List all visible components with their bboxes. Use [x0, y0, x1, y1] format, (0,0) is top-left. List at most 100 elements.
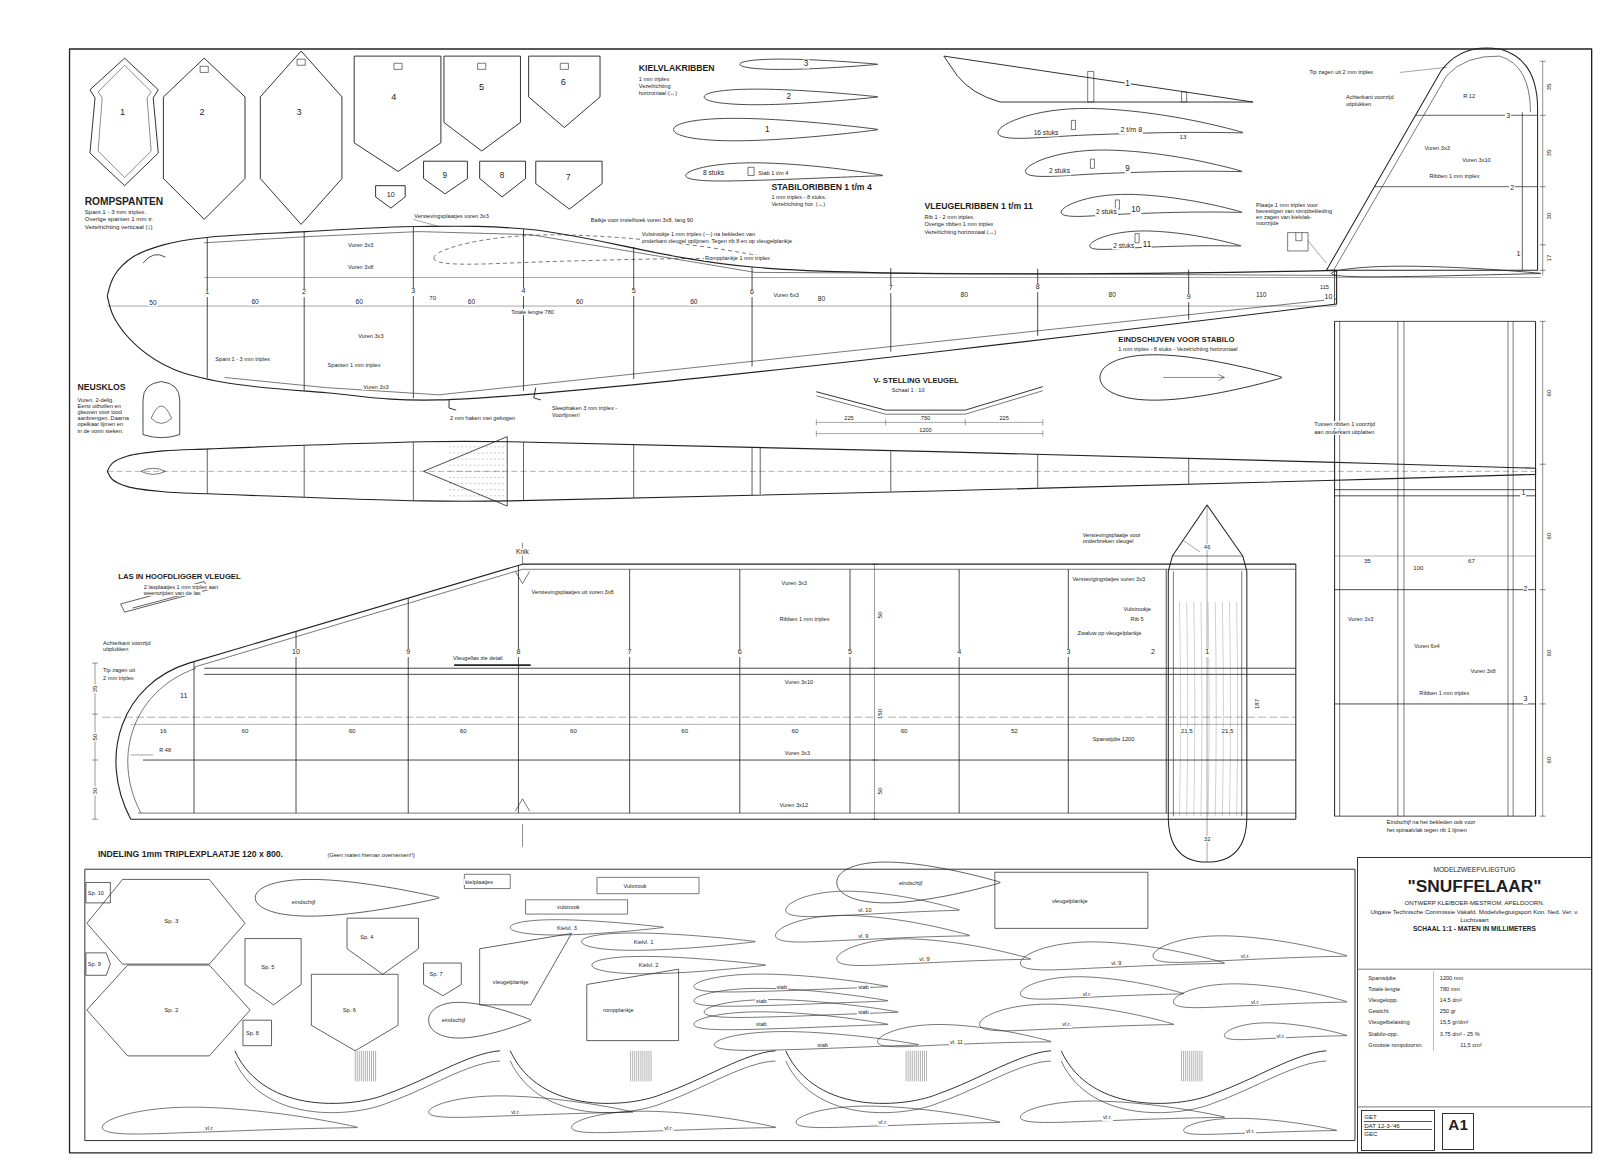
dimension-label: 50	[92, 732, 99, 741]
drawing-line	[1135, 234, 1139, 243]
annotation-label: Vuren 3x3	[784, 750, 811, 756]
callout-number: 9	[405, 649, 411, 657]
annotation-label: Tip zagen uit 2 mm triplex	[1308, 69, 1374, 75]
annotation-label: Kielvl. 2	[638, 962, 660, 968]
drawing-line	[944, 56, 1253, 102]
drawing-line	[1201, 602, 1202, 816]
drawing-line	[449, 495, 505, 496]
drawing-line	[143, 255, 165, 264]
callout-number: 52	[1010, 727, 1019, 734]
annotation-label: Vuren 3x3	[357, 333, 384, 339]
dimension-label: 60	[1546, 649, 1553, 658]
callout-number: 11	[179, 693, 188, 701]
annotation-label: Vulstrookje 1 mm triplex (---) na bekled…	[641, 231, 756, 237]
callout-number: 10	[291, 649, 301, 657]
title-text: "SNUFFELAAR"	[1364, 876, 1585, 897]
drawing-line	[871, 668, 877, 669]
drawing-line	[1173, 984, 1346, 1008]
drawing-line	[1181, 1051, 1182, 1082]
drawing-line	[776, 915, 970, 942]
callout-number: 7	[888, 285, 894, 293]
drawing-line	[151, 406, 171, 423]
annotation-label: 1200 mm	[1439, 974, 1464, 980]
drawing-line	[922, 1051, 923, 1082]
drawing-line	[297, 59, 305, 65]
drawing-line	[646, 1051, 647, 1082]
annotation-label: uitplukken	[102, 646, 129, 652]
drawing-line	[1088, 71, 1094, 102]
annotation-label: 1 mm triplex - 8 stuks.	[770, 194, 827, 200]
drawing-line	[816, 387, 1042, 410]
drawing-line	[739, 569, 740, 813]
callout-number: 60	[569, 727, 578, 734]
callout-number: 2	[1523, 586, 1529, 594]
drawing-line	[998, 108, 1243, 138]
drawing-line	[98, 65, 151, 177]
callout-number: 1	[1515, 251, 1521, 259]
drawing-line	[816, 422, 1042, 423]
drawing-line	[90, 58, 158, 186]
drawing-line	[1042, 431, 1043, 437]
drawing-line	[1090, 231, 1241, 249]
annotation-label: stab	[816, 1042, 829, 1048]
annotation-label: Sp. 7	[429, 971, 444, 977]
drawing-line	[1037, 269, 1038, 336]
drawing-line	[143, 382, 180, 438]
annotation-label: Achterkant voorzijd	[1345, 94, 1395, 100]
drawing-line	[816, 391, 1042, 414]
date-box: GETDAT 12-3-'46GEC	[1361, 1110, 1434, 1151]
drawing-line	[1335, 556, 1536, 557]
drawing-line	[1191, 1051, 1192, 1082]
drawing-line	[311, 974, 398, 1051]
drawing-line	[131, 819, 1296, 820]
drawing-line	[107, 226, 1336, 400]
drawing-line	[837, 862, 1000, 903]
drawing-line	[1090, 159, 1094, 168]
annotation-label: Kielvl. 3	[556, 924, 578, 930]
annotation-label: 1 mm triplex	[638, 75, 671, 81]
callout-number: 60	[354, 298, 363, 305]
drawing-line	[582, 933, 755, 950]
drawing-line	[1540, 115, 1546, 116]
drawing-line	[464, 874, 510, 888]
drawing-line	[786, 891, 959, 916]
callout-number: 2	[1150, 649, 1156, 657]
annotation-label: Spanwijdte 1200	[1092, 736, 1135, 742]
section-heading: KIELVLAKRIBBEN	[638, 65, 716, 75]
drawing-line	[102, 1107, 357, 1134]
callout-number: 6	[749, 289, 755, 297]
annotation-label: Ribben 1 mm triplex	[1429, 172, 1481, 178]
section-heading: V- STELLING VLEUGEL	[872, 376, 959, 384]
annotation-label: Voorlijmen!	[551, 412, 581, 418]
drawing-line	[816, 419, 817, 425]
drawing-line	[128, 668, 196, 813]
callout-number: 1	[204, 289, 210, 297]
annotation-label: Tussen ribben 1 voorzijd	[1313, 421, 1376, 427]
drawing-line	[245, 939, 301, 1005]
annotation-label: Verstevigingslatjes vuren 3x3	[1071, 575, 1146, 581]
title-block-text: ONTWERP KLEIBOER-MESTROM, APELDOORN.	[1364, 899, 1585, 906]
drawing-line	[116, 663, 189, 819]
annotation-label: weerszijden van de las	[143, 590, 202, 596]
annotation-label: Vuren 3x8	[1469, 668, 1496, 674]
drawing-line	[1182, 92, 1187, 102]
callout-number: 60	[689, 298, 698, 305]
annotation-label: vl. 10	[857, 907, 872, 913]
annotation-label: vl.r.	[1276, 1033, 1287, 1039]
dimension-label: 30	[92, 786, 99, 795]
annotation-label: vl.r.	[663, 1124, 674, 1130]
drawing-line	[906, 1051, 907, 1082]
drawing-line	[102, 717, 1296, 718]
drawing-line	[587, 969, 679, 1040]
callout-number: 225	[998, 415, 1009, 421]
drawing-line	[204, 668, 1296, 669]
section-heading: LAS IN HOOFDLIGGER VLEUGEL	[117, 572, 241, 580]
drawing-line	[296, 631, 297, 813]
drawing-line	[1540, 270, 1546, 271]
drawing-line	[871, 564, 877, 565]
drawing-line	[1357, 1106, 1592, 1107]
annotation-label: stab	[776, 984, 789, 990]
drawing-line	[878, 1024, 1051, 1046]
drawing-line	[1222, 602, 1223, 816]
annotation-label: 250 gr	[1439, 1008, 1457, 1014]
